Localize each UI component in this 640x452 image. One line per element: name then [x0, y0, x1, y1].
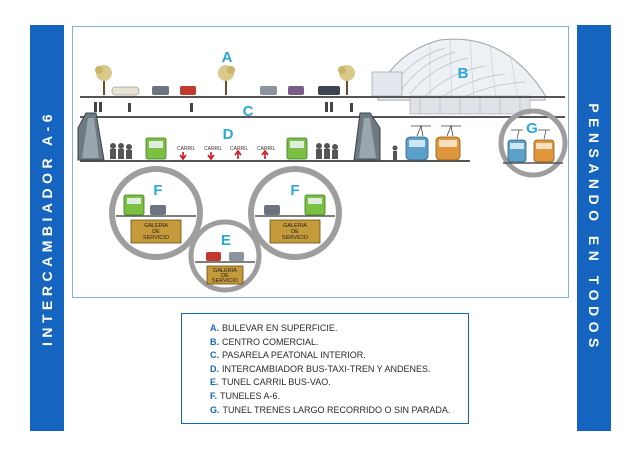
legend-item-g: G.TUNEL TRENES LARGO RECORRIDO O SIN PAR… — [210, 404, 451, 415]
label-d: D — [223, 126, 234, 143]
label-f-left: F — [153, 182, 162, 199]
arrow-down-icon — [179, 152, 187, 161]
car-icon — [152, 86, 169, 95]
train-icon — [507, 129, 527, 163]
right-banner: PENSANDO EN TODOS — [577, 25, 611, 431]
car-icon — [260, 86, 277, 95]
gallery-label: GALERIA — [283, 223, 307, 229]
shopping-center-roof — [371, 38, 546, 115]
passenger-group-icon — [110, 143, 132, 159]
tree-icon — [338, 65, 355, 95]
escalator-icon — [353, 112, 381, 161]
tunnel-ring-f-left — [109, 166, 203, 260]
left-banner: INTERCAMBIADOR A-6 — [30, 25, 64, 431]
label-g: G — [526, 120, 538, 137]
legend-item-c: C.PASARELA PEATONAL INTERIOR. — [210, 350, 366, 361]
legend-item-e: E.TUNEL CARRIL BUS-VAO. — [210, 377, 331, 388]
gallery-label: DE — [291, 229, 299, 235]
legend-box: A.BULEVAR EN SUPERFICIE. B.CENTRO COMERC… — [181, 313, 469, 424]
pedestrian-icon — [94, 102, 353, 112]
car-icon — [229, 252, 244, 261]
escalator-icon — [77, 112, 105, 161]
gallery-label: SERVICIO — [212, 278, 239, 284]
car-icon — [318, 86, 340, 95]
arrow-up-icon — [261, 149, 269, 159]
gallery-label: DE — [221, 273, 229, 279]
label-a: A — [222, 49, 233, 66]
train-icon — [435, 124, 461, 161]
service-gallery-left — [130, 219, 182, 244]
lane-label: CARRIL — [204, 146, 223, 152]
arrow-down-icon — [207, 152, 215, 161]
passenger-group-icon — [316, 143, 338, 159]
legend-item-a: A.BULEVAR EN SUPERFICIE. — [210, 323, 338, 333]
legend-item-f: F.TUNELES A-6. — [210, 390, 281, 401]
bus-icon — [123, 194, 145, 216]
train-icon — [405, 124, 431, 161]
tree-icon — [95, 65, 112, 95]
bus-icon — [286, 137, 308, 160]
gallery-label: DE — [152, 229, 160, 235]
lane-label: CARRIL — [177, 146, 196, 152]
gallery-label: SERVICIO — [282, 235, 309, 241]
tunnel-ring-g — [498, 108, 568, 178]
label-b: B — [458, 65, 469, 82]
gallery-label: SERVICIO — [143, 235, 170, 241]
label-f-right: F — [290, 182, 299, 199]
bus-icon — [145, 137, 167, 160]
tree-icon — [218, 65, 235, 95]
car-icon — [206, 252, 221, 261]
arrow-up-icon — [234, 149, 242, 159]
tunnel-ring-e — [188, 219, 262, 293]
car-icon — [288, 86, 304, 95]
train-icon — [533, 129, 555, 163]
lane-label: CARRIL — [230, 146, 249, 152]
label-c: C — [243, 103, 254, 120]
gallery-label: GALERIA — [144, 223, 168, 229]
label-e: E — [221, 232, 231, 249]
pedestrian-icon — [392, 145, 398, 160]
bus-icon — [304, 194, 326, 216]
gallery-label: GALERIA — [213, 268, 237, 274]
car-icon — [111, 86, 140, 96]
car-icon — [180, 86, 196, 95]
legend-item-d: D.INTERCAMBIADOR BUS-TAXI-TREN Y ANDENES… — [210, 363, 431, 374]
tunnel-ring-f-right — [248, 166, 342, 260]
lane-label: CARRIL — [257, 146, 276, 152]
service-gallery-small — [206, 265, 244, 285]
service-gallery-right — [269, 219, 321, 244]
car-icon — [264, 205, 280, 215]
legend-item-b: B.CENTRO COMERCIAL. — [210, 336, 319, 347]
car-icon — [150, 205, 166, 215]
